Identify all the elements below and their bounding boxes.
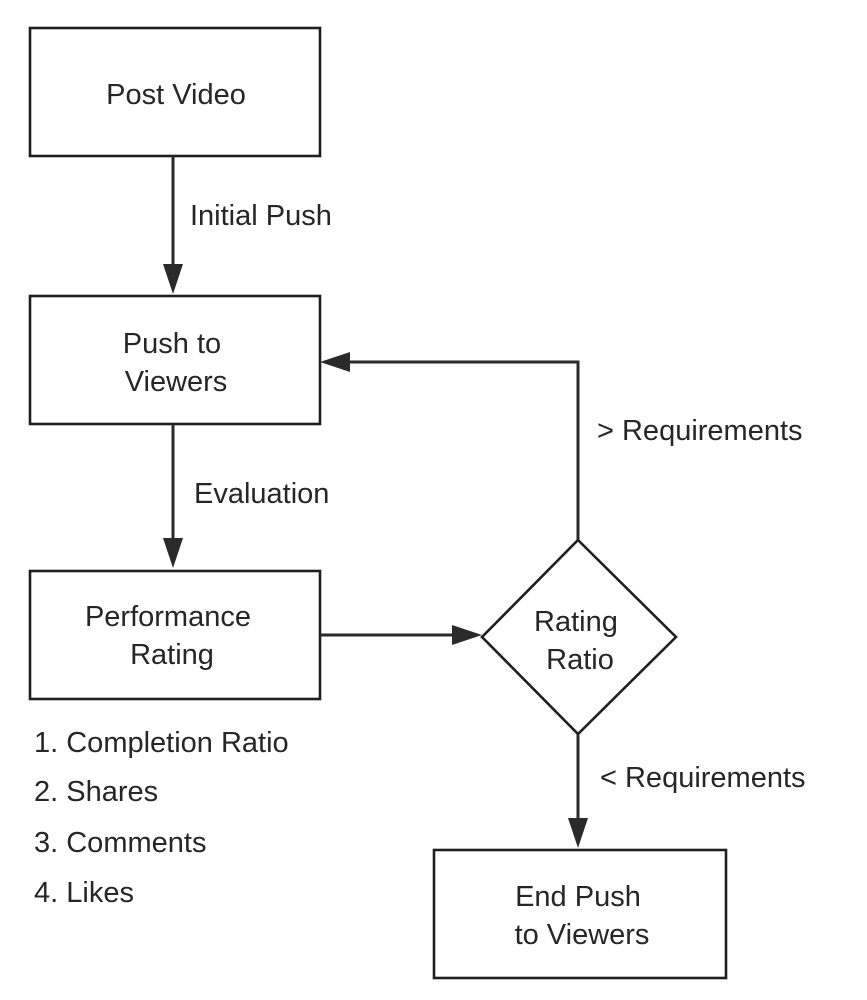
arrowhead-right-icon [452,625,482,645]
rating-factor-list: 1. Completion Ratio 2. Shares 3. Comment… [34,727,289,909]
node-performance-rating-line-1: Performance [85,601,251,633]
node-rating-ratio-line-2: Ratio [546,644,614,676]
edge-evaluation-label: Evaluation [194,478,329,510]
node-push-to-viewers: Push to Viewers [28,294,322,426]
edge-initial-push-label: Initial Push [190,200,332,232]
edge-rating-to-ratio [320,625,482,645]
list-item: 4. Likes [34,877,134,909]
edge-below-requirements-label: < Requirements [600,762,806,794]
node-post-video: Post Video [28,26,322,158]
edge-above-requirements: > Requirements [320,352,803,540]
node-end-push: End Push to Viewers [432,848,728,980]
node-rating-ratio-label: Rating Ratio [534,606,626,676]
arrowhead-left-icon [320,352,350,372]
node-push-to-viewers-line-1: Push to [123,328,221,360]
edge-above-requirements-label: > Requirements [597,415,803,447]
node-performance-rating: Performance Rating [28,569,322,701]
node-push-to-viewers-line-2: Viewers [125,366,228,398]
edge-initial-push: Initial Push [163,156,332,294]
node-post-video-label: Post Video [106,79,246,111]
node-rating-ratio-line-1: Rating [534,606,618,638]
arrowhead-down-icon [568,818,588,848]
node-end-push-line-1: End Push [515,881,641,913]
list-item: 2. Shares [34,776,158,808]
node-rating-ratio: Rating Ratio [480,538,678,736]
node-performance-rating-line-2: Rating [130,639,214,671]
node-push-to-viewers-label: Push to Viewers [123,328,229,398]
node-end-push-label: End Push to Viewers [515,881,650,951]
arrowhead-down-icon [163,538,183,568]
node-end-push-line-2: to Viewers [515,919,650,951]
node-performance-rating-label: Performance Rating [85,601,259,671]
arrowhead-down-icon [163,264,183,294]
list-item: 1. Completion Ratio [34,727,289,759]
edge-below-requirements: < Requirements [568,734,806,848]
list-item: 3. Comments [34,827,206,859]
edge-evaluation: Evaluation [163,424,329,568]
